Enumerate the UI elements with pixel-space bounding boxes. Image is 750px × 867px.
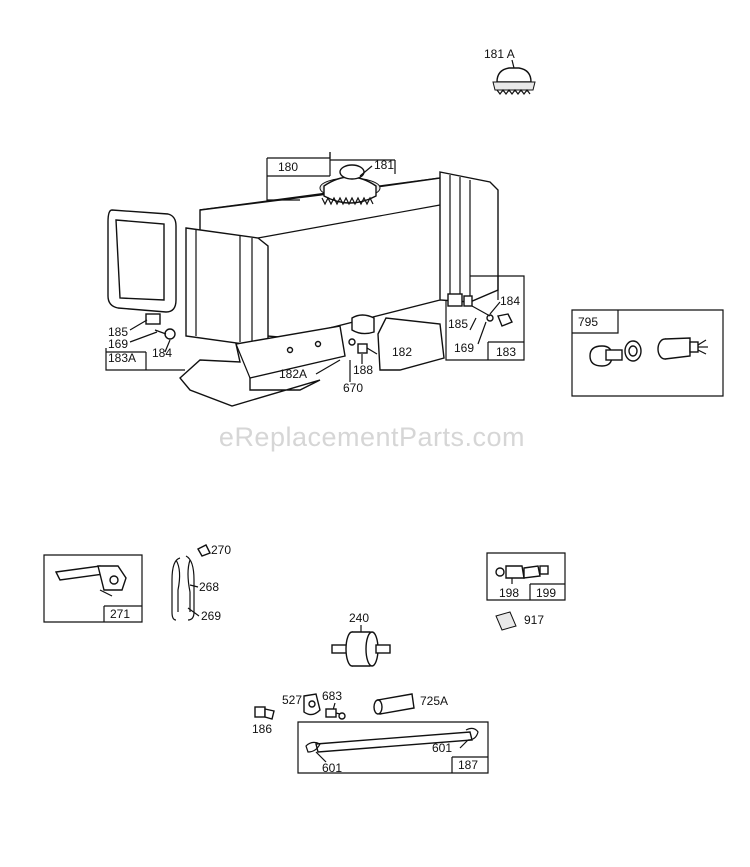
watermark-text: eReplacementParts.com (219, 422, 525, 452)
callout-181: 181 (374, 158, 394, 172)
callout-box-199 (486, 552, 566, 601)
clamp-527-part[interactable] (303, 693, 321, 716)
fuel-tank-part[interactable] (185, 164, 499, 347)
hose-725a-part[interactable] (373, 693, 415, 715)
callout-188: 188 (353, 363, 373, 377)
callout-box-183 (445, 275, 525, 361)
callout-182: 182 (392, 345, 412, 359)
callout-box-187 (297, 721, 489, 774)
callout-box-795 (571, 309, 724, 397)
callout-187: 187 (458, 758, 478, 772)
callout-182a: 182A (279, 367, 307, 381)
callout-271: 271 (110, 607, 130, 621)
callout-181a: 181 A (484, 47, 515, 61)
bolt-184-right-part[interactable] (447, 293, 513, 327)
screw-188-part[interactable] (348, 338, 378, 355)
callout-180: 180 (278, 160, 298, 174)
callout-670: 670 (343, 381, 363, 395)
screw-683-part[interactable] (325, 708, 346, 720)
callout-185-left: 185 (108, 325, 128, 339)
callout-box-795-tab (572, 310, 619, 334)
callout-683: 683 (322, 689, 342, 703)
callout-917: 917 (524, 613, 544, 627)
callout-240: 240 (349, 611, 369, 625)
tank-bracket-rear-part[interactable] (351, 314, 445, 371)
ignition-switch-795-part[interactable] (589, 337, 708, 367)
callout-268: 268 (199, 580, 219, 594)
callout-269: 269 (201, 609, 221, 623)
fuel-cap-181a-part[interactable] (492, 67, 536, 95)
tank-strap-left-part[interactable] (107, 209, 177, 313)
callout-198: 198 (499, 586, 519, 600)
callout-184-left: 184 (152, 346, 172, 360)
callout-601-right: 601 (432, 741, 452, 755)
bolt-184-left-part[interactable] (145, 313, 176, 340)
callout-795: 795 (578, 315, 598, 329)
callout-169-left: 169 (108, 337, 128, 351)
callout-184-right: 184 (500, 294, 520, 308)
clamp-270-part[interactable] (197, 544, 211, 557)
fuel-hose-601-part[interactable] (305, 727, 479, 753)
fuel-line-268-part[interactable] (171, 555, 195, 621)
clip-917-part[interactable] (495, 611, 517, 631)
callout-199: 199 (536, 586, 556, 600)
callout-527: 527 (282, 693, 302, 707)
callout-186: 186 (252, 722, 272, 736)
callout-601-left: 601 (322, 761, 342, 775)
callout-box-183a (105, 348, 185, 371)
callout-183a: 183A (108, 351, 136, 365)
callout-box-187-tab (451, 756, 488, 773)
fuel-shutoff-lever-271-part[interactable] (54, 565, 127, 597)
callout-box-271 (43, 554, 143, 623)
fuel-valve-198-part[interactable] (495, 565, 549, 584)
callout-725a: 725A (420, 694, 448, 708)
fuel-filter-240-part[interactable] (331, 631, 391, 667)
callout-box-271-tab (103, 605, 142, 622)
callout-183: 183 (496, 345, 516, 359)
tank-bracket-front-part[interactable] (179, 325, 346, 407)
callout-185-right: 185 (448, 317, 468, 331)
callout-270: 270 (211, 543, 231, 557)
fitting-186-part[interactable] (254, 706, 275, 720)
callout-169-right: 169 (454, 341, 474, 355)
